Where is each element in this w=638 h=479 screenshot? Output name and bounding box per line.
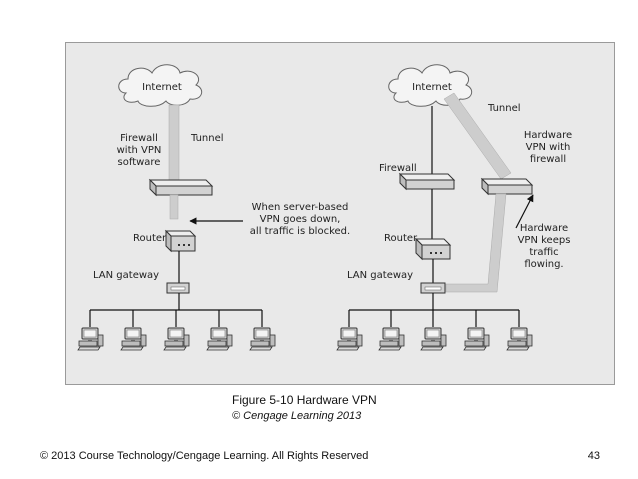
right-lan-gateway-device [420, 282, 446, 294]
right-pc-4 [463, 327, 490, 351]
left-tunnel [168, 104, 180, 181]
right-tunnel-label: Tunnel [487, 103, 521, 114]
network-diagram: Internet Tunnel Firewall with VPN softwa… [77, 64, 572, 351]
right-lan-gateway-label: LAN gateway [347, 270, 413, 281]
right-firewall-device [398, 172, 456, 191]
left-note-line-1: When server-based [252, 202, 349, 213]
left-router-label: Router [133, 233, 167, 244]
diagram-panel: Internet Tunnel Firewall with VPN softwa… [65, 42, 615, 385]
right-pc-2 [378, 327, 405, 351]
right-note-line-4: flowing. [524, 259, 563, 270]
right-note-line-1: Hardware [520, 223, 568, 234]
right-lan-bus [348, 293, 520, 327]
left-firewall-label-1: Firewall [120, 133, 158, 144]
right-firewall-label: Firewall [379, 163, 417, 174]
left-pc-3 [163, 327, 190, 351]
left-firewall-device [148, 178, 214, 197]
left-pc-2 [120, 327, 147, 351]
right-hw-vpn-label-3: firewall [530, 154, 566, 165]
page-number: 43 [587, 450, 600, 462]
left-note-line-2: VPN goes down, [260, 214, 341, 225]
left-firewall-label-3: software [118, 157, 161, 168]
right-pc-1 [336, 327, 363, 351]
left-internet-label: Internet [142, 82, 182, 93]
right-note-line-2: VPN keeps [518, 235, 571, 246]
left-note-line-3: all traffic is blocked. [250, 226, 350, 237]
footer-copyright: © 2013 Course Technology/Cengage Learnin… [40, 450, 369, 462]
right-note-line-3: traffic [529, 247, 558, 258]
left-pc-5 [249, 327, 276, 351]
right-pc-3 [420, 327, 447, 351]
left-pc-1 [77, 327, 104, 351]
right-internet-label: Internet [412, 82, 452, 93]
right-note-arrow [515, 194, 534, 229]
left-pc-4 [206, 327, 233, 351]
right-tunnel-lower [445, 193, 507, 293]
left-tunnel-label: Tunnel [190, 133, 224, 144]
left-lan-gateway-device [166, 282, 190, 294]
left-firewall-label-2: with VPN [117, 145, 162, 156]
left-lan-gateway-label: LAN gateway [93, 270, 159, 281]
right-hw-vpn-device [480, 177, 534, 196]
right-pc-5 [506, 327, 533, 351]
figure-caption: Figure 5-10 Hardware VPN [232, 393, 377, 407]
figure-credit: © Cengage Learning 2013 [232, 410, 362, 422]
right-tunnel-upper [443, 92, 512, 180]
right-router-label: Router [384, 233, 418, 244]
right-hw-vpn-label-1: Hardware [524, 130, 572, 141]
left-blocked-link [169, 194, 179, 220]
right-router-device [414, 237, 452, 261]
left-lan-bus [89, 293, 263, 327]
left-router-device [164, 229, 197, 253]
left-internet-cloud [118, 64, 203, 107]
right-hw-vpn-label-2: VPN with [526, 142, 571, 153]
